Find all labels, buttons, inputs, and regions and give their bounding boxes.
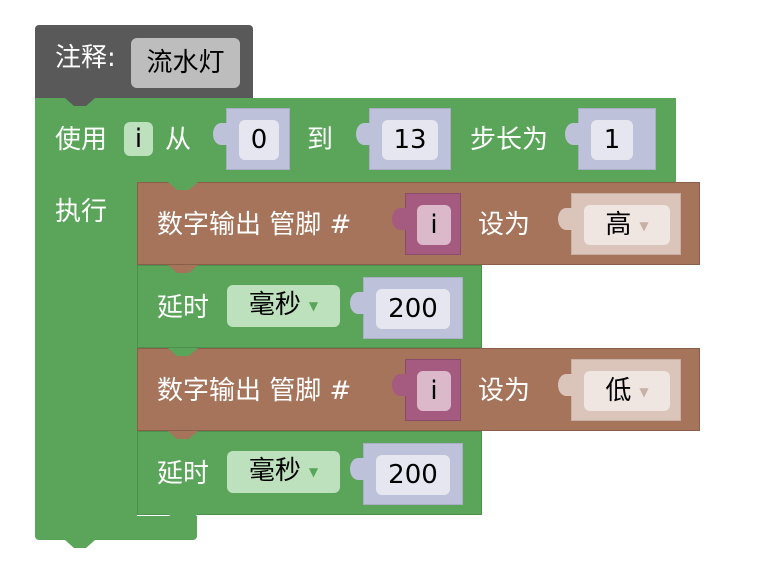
level-dropdown[interactable]: 低▼ [584,371,670,411]
for-step-label: 步长为 [470,125,549,155]
for-use-label: 使用 [55,125,108,155]
delay-value-slot: 200 [350,443,463,505]
delay-unit-dropdown[interactable]: 毫秒 ▼ [227,451,340,493]
for-loop-spine: 执行 [35,180,137,520]
pin-variable[interactable]: i [417,205,451,245]
pin-variable[interactable]: i [417,371,451,411]
level-value: 低 [605,376,632,406]
dropdown-arrow-icon: ▼ [639,218,649,233]
delay-unit: 毫秒 [248,290,301,320]
step-value-slot: 1 [565,108,656,170]
level-slot: 高▼ [558,193,681,255]
loop-variable-field[interactable]: i [124,122,153,156]
delay-unit: 毫秒 [248,456,301,486]
delay-value-input[interactable]: 200 [376,289,450,329]
pin-slot: i [392,193,461,255]
for-from-label: 从 [165,125,192,155]
step-value-input[interactable]: 1 [591,120,633,160]
set-label: 设为 [478,210,531,240]
for-loop-bottom [35,516,197,540]
to-value-input[interactable]: 13 [382,120,438,160]
delay-label: 延时 [157,293,210,323]
digital-write-label: 数字输出 管脚 # [157,210,352,240]
set-label: 设为 [478,376,531,406]
dropdown-arrow-icon: ▼ [308,464,319,479]
for-do-label: 执行 [55,197,108,227]
delay-label: 延时 [157,459,210,489]
digital-write-label: 数字输出 管脚 # [157,376,352,406]
level-dropdown[interactable]: 高▼ [584,205,670,245]
pin-slot: i [392,359,461,421]
from-value-slot: 0 [213,108,290,170]
dropdown-arrow-icon: ▼ [308,298,319,313]
level-value: 高 [605,210,632,240]
dropdown-arrow-icon: ▼ [639,384,649,399]
for-loop-block[interactable]: 使用 i 从 0 到 13 步长为 1 [35,98,676,182]
delay-block[interactable]: 延时 毫秒 ▼ 200 [137,265,482,348]
digital-write-block[interactable]: 数字输出 管脚 # i 设为 低▼ [137,348,700,431]
comment-input[interactable]: 流水灯 [131,38,240,88]
delay-block[interactable]: 延时 毫秒 ▼ 200 [137,431,482,522]
level-slot: 低▼ [558,359,681,421]
digital-write-block[interactable]: 数字输出 管脚 # i 设为 高▼ [137,182,700,265]
comment-block[interactable]: 注释: 流水灯 [35,25,253,99]
from-value-input[interactable]: 0 [239,120,279,160]
delay-value-input[interactable]: 200 [376,455,450,495]
comment-label: 注释: [55,43,116,73]
to-value-slot: 13 [356,108,451,170]
delay-value-slot: 200 [350,277,463,339]
delay-unit-dropdown[interactable]: 毫秒 ▼ [227,285,340,327]
for-to-label: 到 [307,125,334,155]
